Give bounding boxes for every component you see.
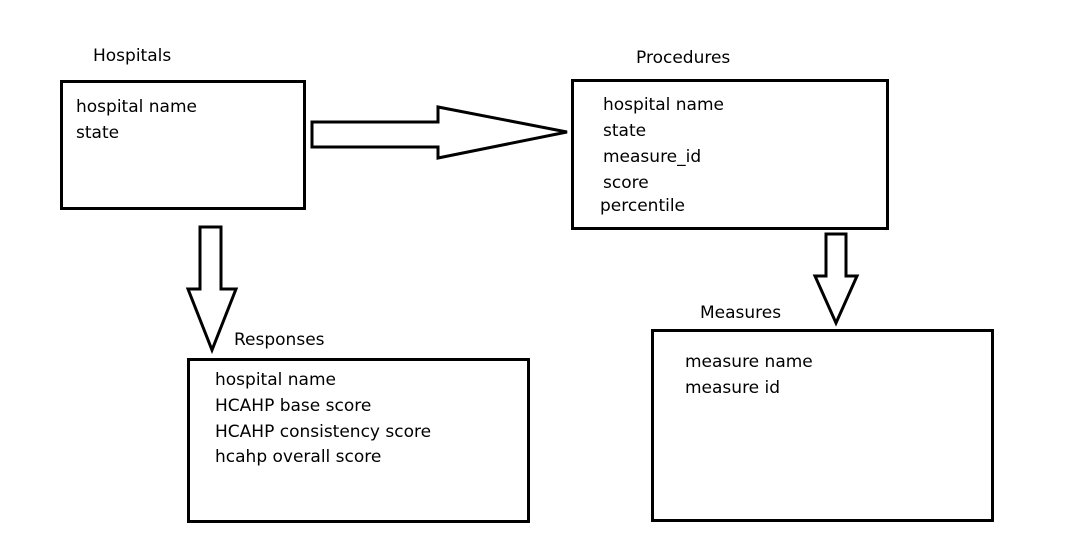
arrow-hospitals-to-responses	[185, 225, 239, 355]
responses-title: Responses	[234, 330, 325, 350]
procedures-box: hospital name state measure_id score per…	[571, 79, 889, 230]
procedures-field: hospital name	[603, 95, 724, 115]
arrow-procedures-to-measures	[812, 232, 860, 327]
measures-title: Measures	[700, 303, 782, 323]
measures-field: measure id	[685, 378, 781, 398]
procedures-title: Procedures	[636, 48, 731, 68]
procedures-field: score	[603, 173, 649, 193]
hospitals-field: state	[76, 123, 120, 143]
measures-box: measure name measure id	[651, 329, 994, 522]
responses-field: HCAHP consistency score	[215, 422, 432, 442]
measures-field: measure name	[685, 352, 813, 372]
responses-field: hcahp overall score	[215, 447, 382, 467]
responses-field: hospital name	[215, 370, 336, 390]
responses-box: hospital name HCAHP base score HCAHP con…	[187, 358, 530, 523]
responses-field: HCAHP base score	[215, 396, 372, 416]
hospitals-box: hospital name state	[60, 80, 306, 210]
hospitals-title: Hospitals	[93, 46, 172, 66]
procedures-field: measure_id	[603, 147, 702, 167]
arrow-hospitals-to-procedures	[310, 105, 568, 160]
procedures-field: percentile	[600, 196, 686, 216]
procedures-field: state	[603, 121, 647, 141]
hospitals-field: hospital name	[76, 97, 197, 117]
